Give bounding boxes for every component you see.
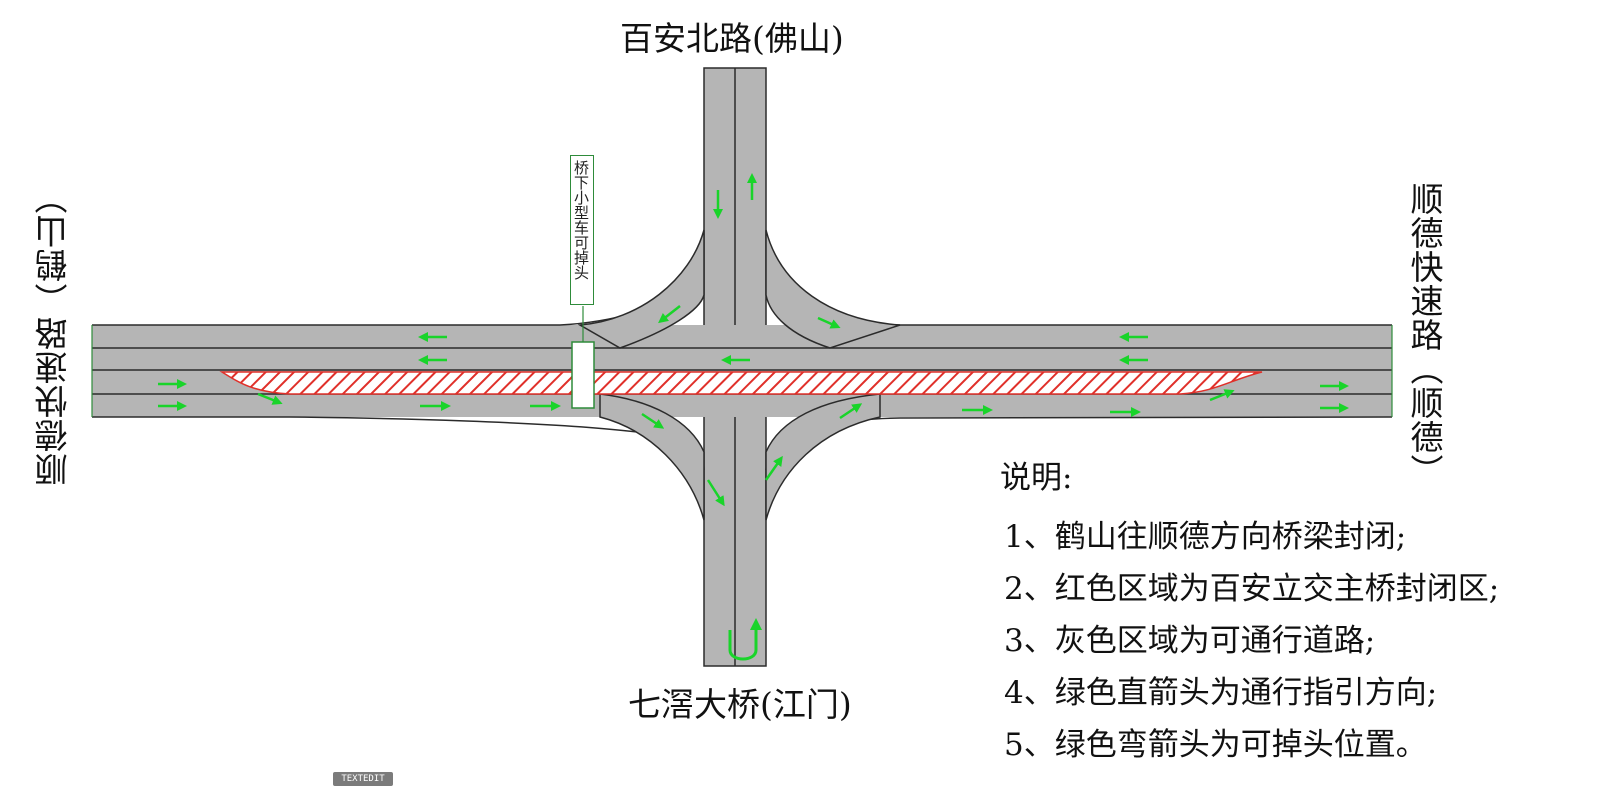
legend-item: 4、绿色直箭头为通行指引方向; bbox=[1004, 675, 1438, 711]
textedit-badge: TEXTEDIT bbox=[333, 772, 393, 786]
legend-title: 说明: bbox=[1000, 460, 1073, 496]
legend-item: 2、红色区域为百安立交主桥封闭区; bbox=[1004, 571, 1500, 607]
ramp-southeast bbox=[765, 393, 881, 521]
south-road-label: 七滘大桥(江门) bbox=[628, 685, 852, 724]
uturn-zone-box bbox=[571, 341, 595, 409]
legend-item: 3、灰色区域为可通行道路; bbox=[1004, 623, 1376, 659]
ramp-northeast bbox=[765, 229, 901, 349]
legend-item: 5、绿色弯箭头为可掉头位置。 bbox=[1004, 727, 1427, 763]
ramp-southwest bbox=[599, 393, 705, 521]
expressway-main bbox=[92, 325, 1392, 417]
west-road-label: 顺德快速路（鹤山） bbox=[34, 180, 73, 486]
uturn-note: 桥下小型车可掉头 bbox=[570, 155, 594, 305]
u-turn-arrow-icon bbox=[728, 618, 762, 661]
ramp-northwest bbox=[577, 229, 705, 349]
east-road-label: 顺德快速路（顺德） bbox=[1405, 182, 1444, 488]
closed-main-bridge-zone bbox=[219, 371, 1263, 395]
north-road-label: 百安北路(佛山) bbox=[620, 19, 844, 58]
straight-arrow-icon bbox=[158, 173, 1349, 507]
legend: 说明: 1、鹤山往顺德方向桥梁封闭; 2、红色区域为百安立交主桥封闭区; 3、灰… bbox=[1000, 452, 1499, 771]
legend-item: 1、鹤山往顺德方向桥梁封闭; bbox=[1004, 519, 1407, 555]
eastbound-bottom-edge bbox=[92, 416, 705, 471]
